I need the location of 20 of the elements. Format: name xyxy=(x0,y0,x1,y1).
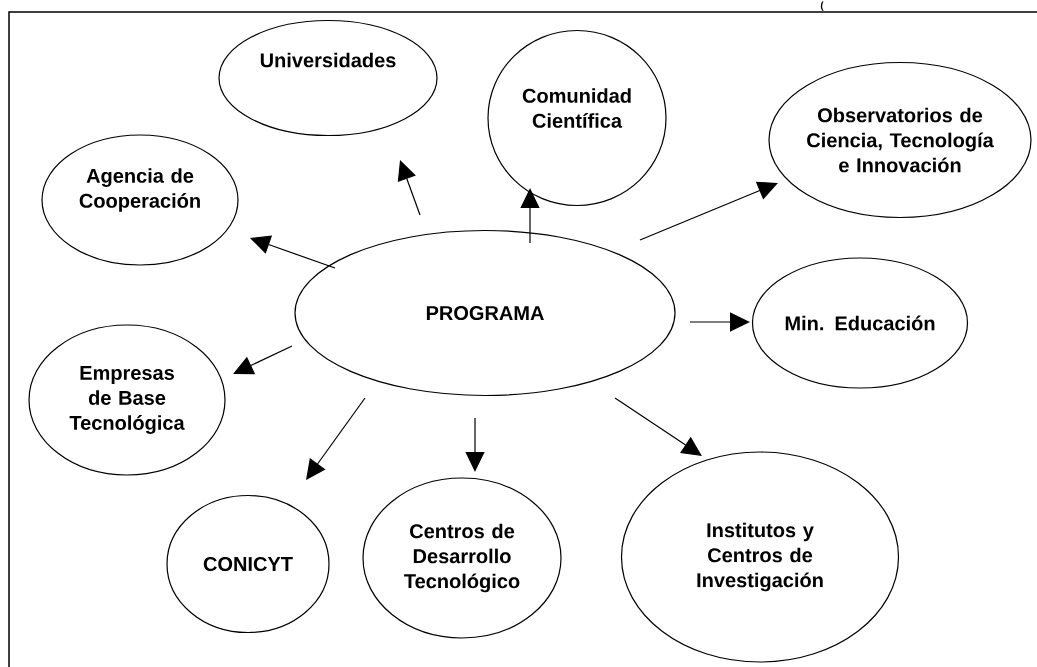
ellipse-node: Comunidad Científica xyxy=(487,29,667,207)
arrow xyxy=(520,188,540,244)
arrow xyxy=(689,312,750,332)
arrow xyxy=(465,417,485,472)
ellipse-node: Min. Educación xyxy=(751,257,969,389)
ellipse-node: PROGRAMA xyxy=(294,229,676,397)
partial-glyph: ( xyxy=(820,1,824,11)
ellipse-node: Empresas de Base Tecnológica xyxy=(28,324,226,476)
ellipse-node: Institutos y Centros de Investigación xyxy=(620,451,900,663)
ellipse-node: Centros de Desarrollo Tecnológico xyxy=(362,477,562,639)
ellipse-node: Observatorios de Ciencia, Tecnología e Innovación xyxy=(768,61,1032,219)
arrow xyxy=(614,397,702,456)
arrow xyxy=(233,345,293,375)
arrow xyxy=(250,235,336,269)
ellipse-node: CONICYT xyxy=(166,494,330,634)
arrow xyxy=(306,397,366,480)
ellipse-node: Agencia de Cooperación xyxy=(41,134,239,266)
arrow xyxy=(397,160,421,216)
ellipse-node: Universidades xyxy=(218,19,438,137)
arrow xyxy=(639,181,778,241)
